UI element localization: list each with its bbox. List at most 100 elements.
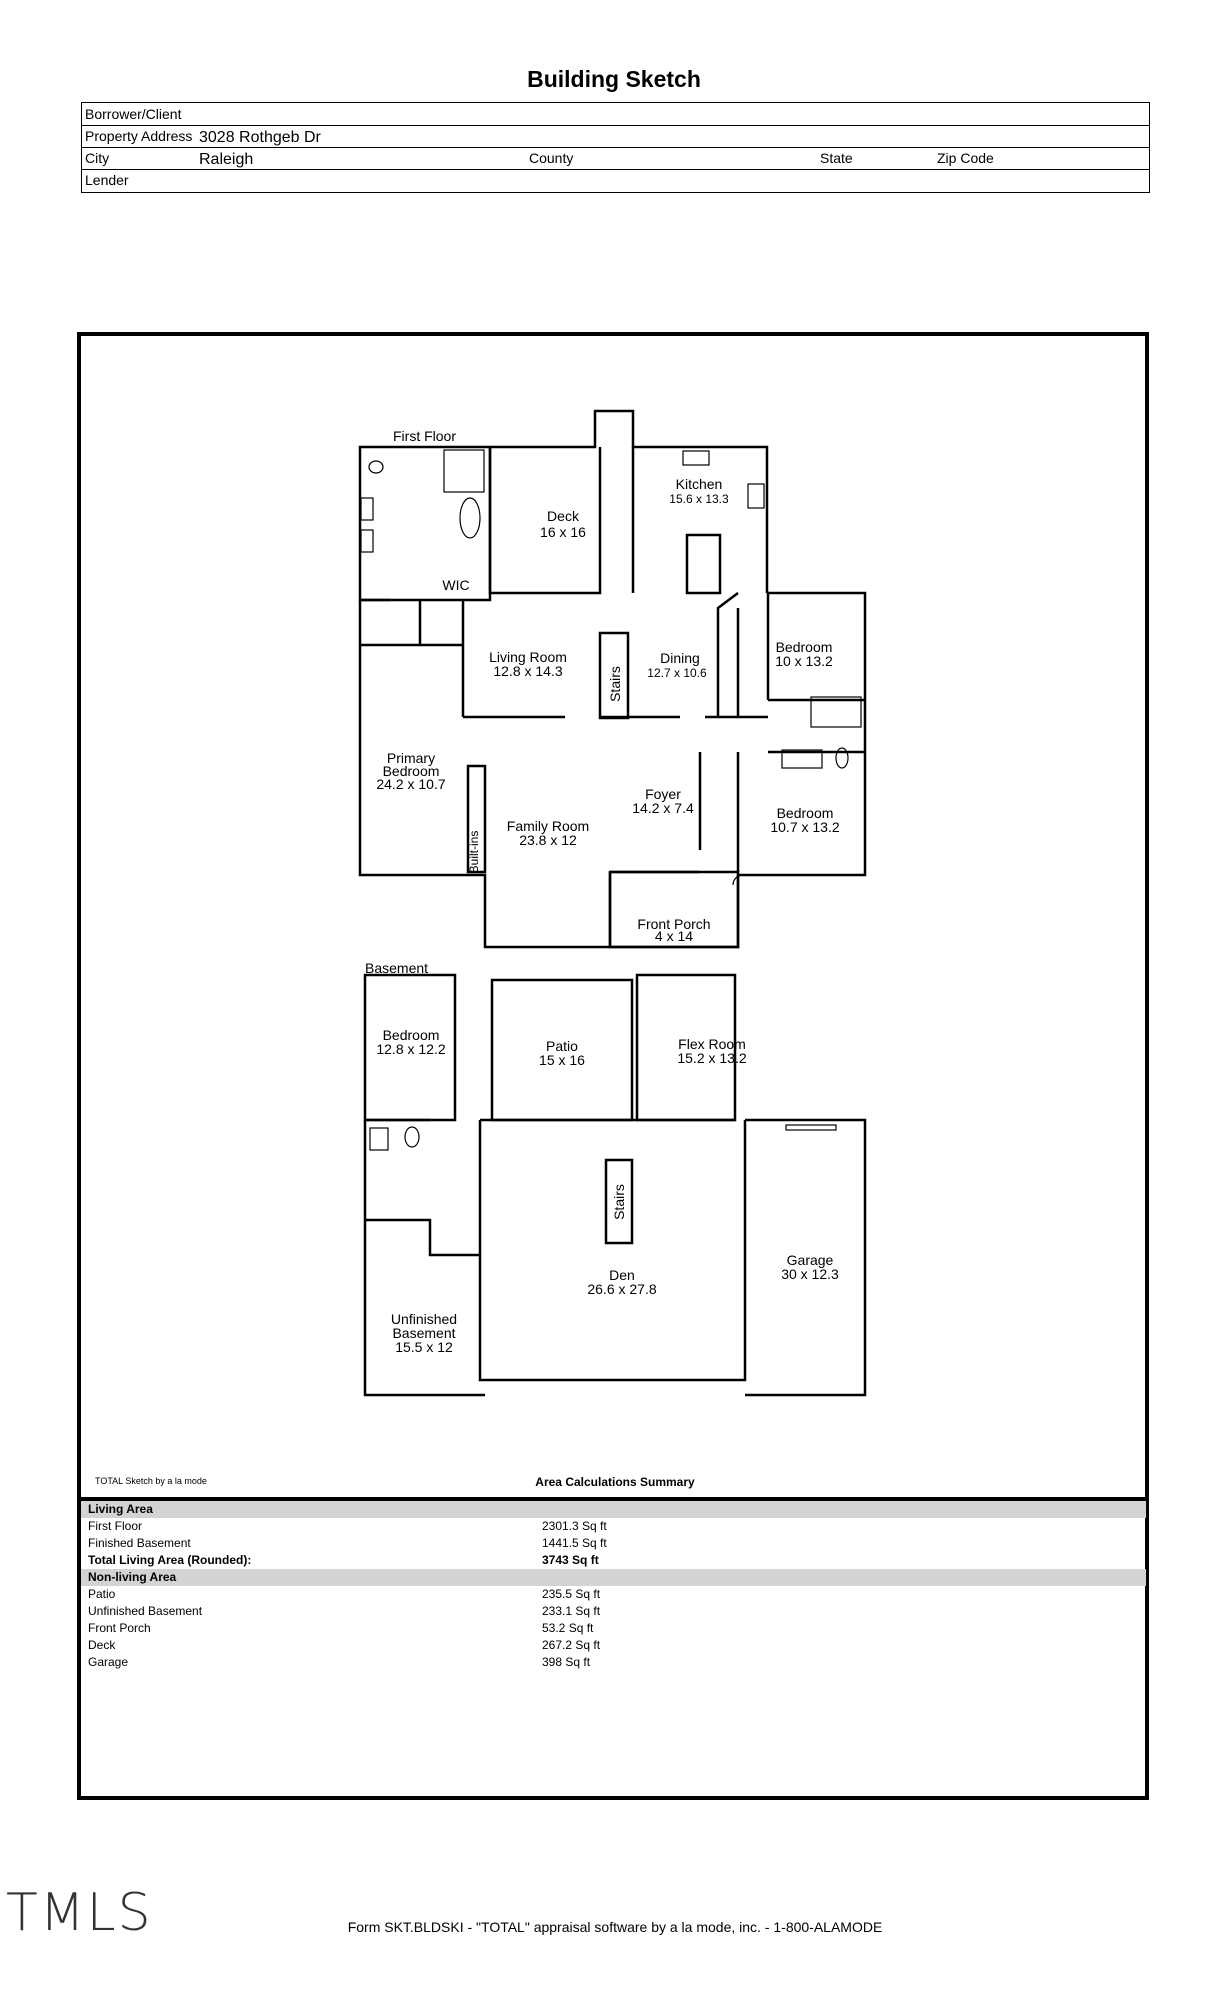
deck-size: 16 x 16 [540, 524, 586, 540]
builtins-label: Built-ins [467, 831, 481, 874]
deck-wall [488, 447, 602, 595]
bedroom-a-size: 10 x 13.2 [775, 653, 833, 669]
footer-text: Form SKT.BLDSKI - "TOTAL" appraisal soft… [347, 1919, 883, 1935]
row-value: 2301.3 Sq ft [542, 1519, 607, 1533]
shower-icon [443, 449, 485, 493]
stove-icon [747, 483, 765, 509]
area-calculations-table: Living Area First Floor 2301.3 Sq ft Fin… [81, 1497, 1146, 1800]
stairs2-label: Stairs [611, 1184, 627, 1220]
living-area-heading: Living Area [81, 1501, 1146, 1518]
foyer-size: 14.2 x 7.4 [632, 800, 694, 816]
first-floor-label: First Floor [393, 428, 456, 444]
row-label: Unfinished Basement [88, 1604, 203, 1618]
primary-name-1: Primary [387, 750, 435, 766]
zip-label: Zip Code [937, 150, 994, 166]
state-label: State [820, 150, 853, 166]
row-label: Deck [88, 1638, 116, 1652]
porch-name: Front Porch [637, 916, 710, 932]
stairs-box-2 [604, 1158, 634, 1245]
living-name: Living Room [489, 649, 567, 665]
bedroom-a-name: Bedroom [776, 639, 833, 655]
table-row: Unfinished Basement 233.1 Sq ft [81, 1603, 1146, 1620]
basement-sink-icon [369, 1127, 389, 1151]
row-value: 233.1 Sq ft [542, 1604, 601, 1618]
table-row: Garage 398 Sq ft [81, 1654, 1146, 1671]
bedroom-b-size: 10.7 x 13.2 [770, 819, 839, 835]
area-summary-title: Area Calculations Summary [535, 1475, 695, 1489]
bath-sink-icon [781, 749, 823, 769]
garage-name: Garage [787, 1252, 834, 1268]
deck-name: Deck [547, 508, 580, 524]
living-size: 12.8 x 14.3 [493, 663, 562, 679]
kitchen-size: 15.6 x 13.3 [669, 492, 729, 506]
row-value: 267.2 Sq ft [542, 1638, 601, 1652]
sketch-frame [77, 332, 1149, 1800]
sink-icon [360, 497, 374, 521]
table-row: Patio 235.5 Sq ft [81, 1586, 1146, 1603]
borrower-label: Borrower/Client [85, 106, 182, 122]
row-value: 235.5 Sq ft [542, 1587, 601, 1601]
flex-size: 15.2 x 13.2 [677, 1050, 746, 1066]
borrower-row: Borrower/Client [82, 103, 1149, 126]
garage-door-icon [785, 1124, 837, 1131]
table-row: Deck 267.2 Sq ft [81, 1637, 1146, 1654]
kitchen-name: Kitchen [676, 476, 723, 492]
table-row: Finished Basement 1441.5 Sq ft [81, 1535, 1146, 1552]
builtins-box [466, 764, 487, 874]
address-row: Property Address 3028 Rothgeb Dr [82, 125, 1149, 148]
interior-walls-first [461, 592, 865, 947]
sink-icon-2 [360, 529, 374, 553]
kitchen-sink-icon [682, 450, 710, 466]
total-value: 3743 Sq ft [542, 1553, 599, 1567]
primary-name-2: Bedroom [383, 763, 440, 779]
unfinished-name-2: Basement [392, 1325, 455, 1341]
city-label: City [85, 150, 110, 166]
total-row: Total Living Area (Rounded): 3743 Sq ft [81, 1552, 1146, 1569]
den-name: Den [609, 1267, 635, 1283]
den-size: 26.6 x 27.8 [587, 1281, 656, 1297]
dining-name: Dining [660, 650, 700, 666]
bedroom-c-size: 12.8 x 12.2 [376, 1041, 445, 1057]
dining-size: 12.7 x 10.6 [647, 666, 707, 680]
floor-plan: First Floor Basement Deck 16 x 16 Kitche… [358, 409, 867, 1397]
county-label: County [529, 150, 574, 166]
wic-walls [360, 598, 463, 647]
porch-size: 4 x 14 [655, 928, 693, 944]
basement-label: Basement [365, 960, 428, 976]
family-size: 23.8 x 12 [519, 832, 577, 848]
row-label: Garage [88, 1655, 129, 1669]
kitchen-island [685, 533, 722, 595]
row-value: 398 Sq ft [542, 1655, 591, 1669]
basement-toilet-icon [404, 1126, 420, 1148]
total-label: Total Living Area (Rounded): [88, 1553, 252, 1567]
table-row: First Floor 2301.3 Sq ft [81, 1518, 1146, 1535]
fireplace-icon [810, 696, 862, 728]
porch-door-icon [732, 874, 744, 886]
property-header-table: Borrower/Client Property Address 3028 Ro… [81, 102, 1150, 193]
flex-name: Flex Room [678, 1036, 746, 1052]
patio-size: 15 x 16 [539, 1052, 585, 1068]
lender-label: Lender [85, 172, 129, 188]
patio-name: Patio [546, 1038, 578, 1054]
bathtub-icon [459, 497, 481, 539]
garage-size: 30 x 12.3 [781, 1266, 839, 1282]
unfinished-name-1: Unfinished [391, 1311, 457, 1327]
sketch-credit: TOTAL Sketch by a la mode [95, 1476, 207, 1486]
row-label: Front Porch [88, 1621, 151, 1635]
unfinished-basement-wall [365, 1218, 480, 1257]
lender-row: Lender [82, 169, 1149, 191]
basement-bedroom-wall [363, 973, 457, 1122]
page-title: Building Sketch [527, 66, 701, 92]
table-row: Front Porch 53.2 Sq ft [81, 1620, 1146, 1637]
primary-size: 24.2 x 10.7 [376, 776, 445, 792]
kitchen-outer-wall [490, 409, 769, 593]
row-value: 1441.5 Sq ft [542, 1536, 607, 1550]
address-label: Property Address [85, 128, 193, 144]
bath-toilet-icon [835, 747, 849, 769]
bedroom-c-name: Bedroom [383, 1027, 440, 1043]
stairs1-label: Stairs [607, 666, 623, 702]
row-value: 53.2 Sq ft [542, 1621, 594, 1635]
garage-wall [745, 1118, 867, 1397]
row-label: First Floor [88, 1519, 142, 1533]
tmls-watermark-logo: TMLS [6, 1883, 153, 1943]
